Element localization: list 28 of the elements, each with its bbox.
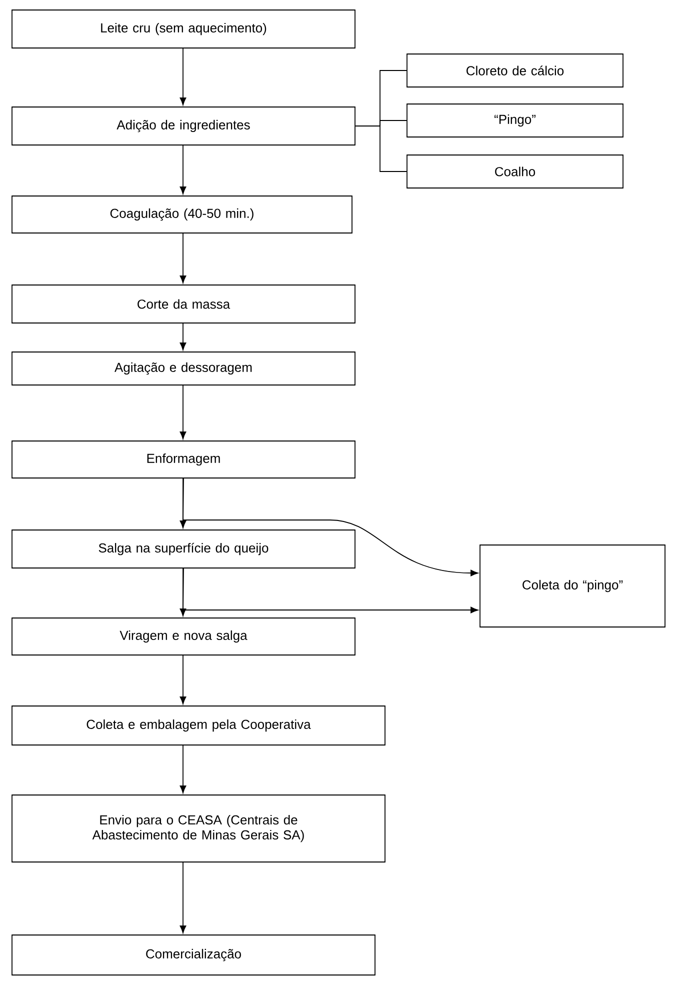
arrow xyxy=(182,568,478,614)
arrow xyxy=(180,323,186,350)
process-box: Agitação e dessoragem xyxy=(12,352,356,386)
arrow xyxy=(180,385,186,440)
arrow xyxy=(180,745,186,794)
process-box: Salga na superfície do queijo xyxy=(12,530,356,568)
process-box: Envio para o CEASA (Centrais de Abastecimento de Minas Gerais SA) xyxy=(12,794,386,862)
arrow xyxy=(180,48,186,106)
process-box: Leite cru (sem aquecimento) xyxy=(12,10,356,48)
process-box: Coagulação (40-50 min.) xyxy=(12,196,352,234)
output-box: Coleta do “pingo” xyxy=(480,544,666,628)
process-box: Viragem e nova salga xyxy=(12,618,356,656)
arrow xyxy=(180,862,186,934)
process-box: Comercialização xyxy=(12,934,376,976)
arrow xyxy=(182,478,478,576)
arrow xyxy=(180,145,186,194)
process-box: Corte da massa xyxy=(12,284,356,324)
process-box: Coleta e embalagem pela Cooperativa xyxy=(12,706,386,746)
ingredient-box: Cloreto de cálcio xyxy=(406,54,624,88)
ingredient-box: “Pingo” xyxy=(406,104,624,138)
process-box: Adição de ingredientes xyxy=(12,106,356,146)
arrow xyxy=(180,655,186,704)
ingredient-box: Coalho xyxy=(406,154,624,188)
arrow xyxy=(180,233,186,284)
arrow xyxy=(180,568,186,616)
connector-line xyxy=(355,126,407,172)
arrow xyxy=(180,478,186,528)
process-box: Enformagem xyxy=(12,440,356,478)
